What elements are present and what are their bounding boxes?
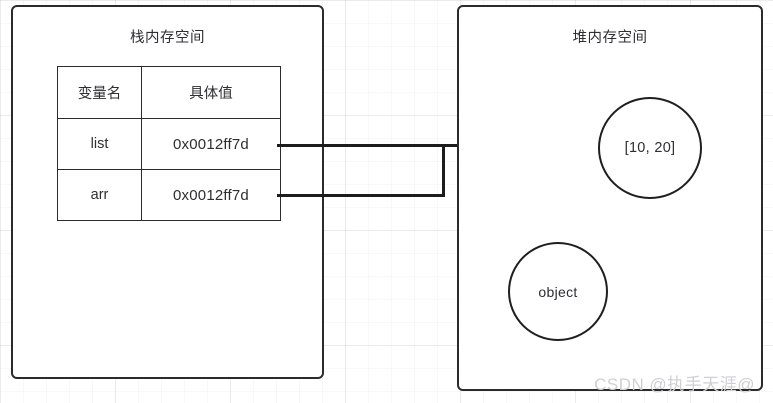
edge-list-to-array-horizontal [277,144,579,147]
heap-memory-region: 堆内存空间 [457,5,763,391]
cell-variable-name-list: list [57,118,142,170]
cell-variable-name-arr: arr [57,169,142,221]
stack-variable-table: 变量名 具体值 list 0x0012ff7d arr 0x0012ff7d [57,66,281,221]
edge-arr-to-array-vertical [442,144,445,197]
table-row: arr 0x0012ff7d [57,169,281,221]
heap-node-array: [10, 20] [598,97,702,199]
cell-value-arr: 0x0012ff7d [141,169,281,221]
table-row: list 0x0012ff7d [57,118,281,170]
cell-value-list: 0x0012ff7d [141,118,281,170]
heap-node-object: object [508,242,608,341]
column-header-value: 具体值 [141,66,281,119]
column-header-variable-name: 变量名 [57,66,142,119]
stack-region-title: 栈内存空间 [130,30,205,46]
table-header-row: 变量名 具体值 [57,66,281,119]
heap-region-title: 堆内存空间 [572,30,648,46]
edge-arr-to-array-horizontal [277,194,445,197]
watermark-text: CSDN @执手天涯@ [594,375,755,394]
